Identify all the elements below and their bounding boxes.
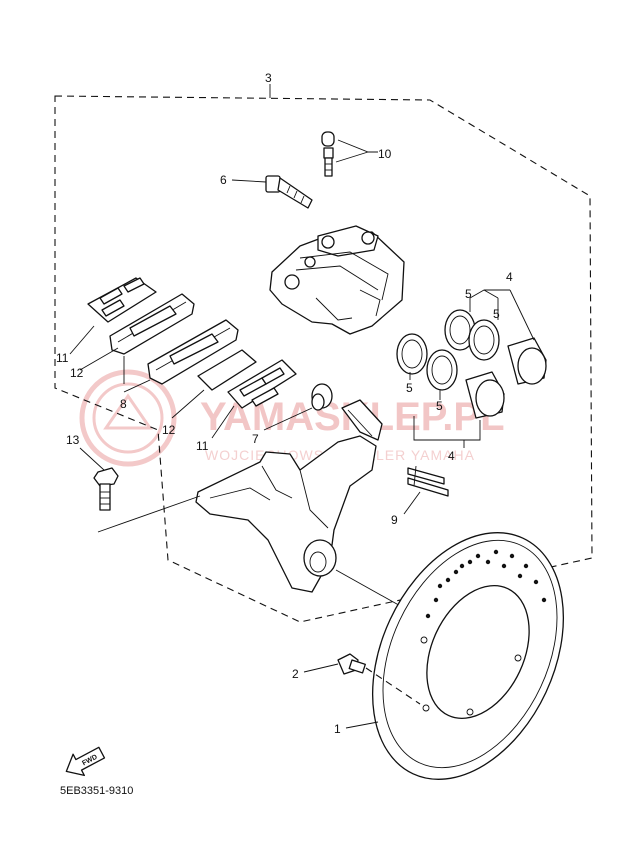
- callout-6: 6: [220, 173, 227, 187]
- diagram-part-code: 5EB3351-9310: [60, 785, 133, 797]
- callout-5-a: 5: [465, 287, 472, 301]
- callout-7: 7: [252, 432, 259, 446]
- callout-5-c: 5: [406, 381, 413, 395]
- caliper-bracket: [195, 435, 377, 593]
- dust-boot: [311, 383, 333, 411]
- callout-11-right: 11: [196, 439, 209, 453]
- caliper-bolt: [265, 175, 313, 209]
- callout-9: 9: [391, 513, 398, 527]
- pad-shim-left: [87, 277, 157, 323]
- callout-5-b: 5: [493, 307, 500, 321]
- brake-pad-1: [109, 293, 195, 355]
- piston-seal-2: [468, 319, 500, 361]
- pad-shim-right-2: [227, 359, 297, 409]
- watermark-logo-icon: [79, 369, 177, 467]
- callout-13: 13: [66, 433, 80, 447]
- piston-seal-3: [396, 333, 428, 375]
- caliper-assembly-boundary: [54, 84, 593, 623]
- callout-12-right: 12: [162, 423, 176, 437]
- callout-leader-1: [345, 721, 379, 729]
- pad-spring: [341, 399, 383, 441]
- callout-5-d: 5: [436, 399, 443, 413]
- callout-leader-10: [335, 139, 378, 163]
- bleed-screw: [321, 131, 335, 177]
- callout-8: 8: [120, 397, 127, 411]
- fwd-arrow-icon: FWD: [65, 746, 106, 777]
- brake-disc: [371, 532, 565, 780]
- disc-bolt: [337, 653, 366, 675]
- piston-1: [507, 337, 547, 385]
- bracket-bolt: [93, 467, 119, 511]
- callout-4-top: 4: [506, 270, 513, 284]
- callout-leader-13: [79, 447, 201, 533]
- callout-leaders-seals-pistons: [409, 289, 535, 448]
- caliper-body: [269, 225, 405, 335]
- callout-labels: 3 10 6 4 5 5 5 5 4 11 12 8 12 11 7 13 9 …: [56, 71, 513, 736]
- callout-leader-bracket: [335, 569, 405, 609]
- piston-2: [465, 371, 505, 419]
- callout-leader-6: [231, 179, 267, 183]
- callout-leaders-pads: [69, 325, 235, 439]
- callout-1: 1: [334, 722, 341, 736]
- callout-leader-9: [403, 491, 421, 515]
- callout-4-bottom: 4: [448, 449, 455, 463]
- callout-leader-7: [263, 407, 313, 431]
- callout-11-left: 11: [56, 351, 69, 365]
- pad-pin: [407, 465, 449, 497]
- piston-seal-4: [426, 349, 458, 391]
- callout-3: 3: [265, 71, 272, 85]
- pad-shim-right-1: [197, 349, 257, 391]
- callout-2: 2: [292, 667, 299, 681]
- callout-leader-2: [303, 663, 421, 705]
- callout-10: 10: [378, 147, 392, 161]
- brake-pad-2: [147, 319, 239, 385]
- callout-12-left: 12: [70, 366, 84, 380]
